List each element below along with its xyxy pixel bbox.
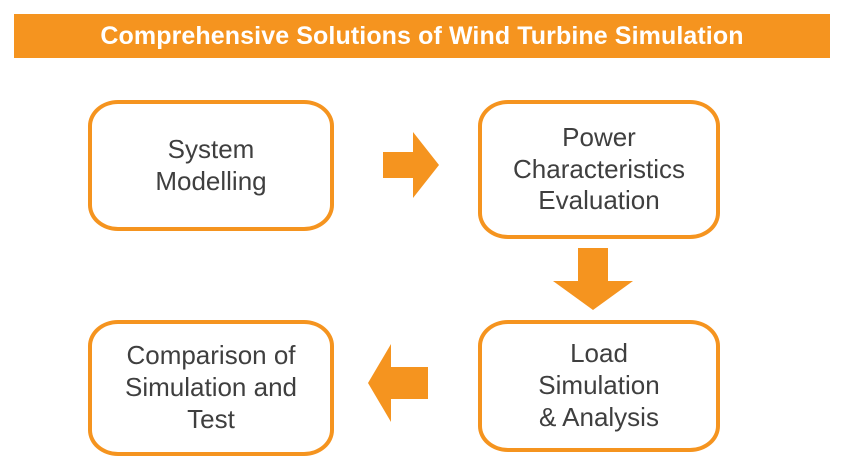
node-load-simulation-analysis-label: Load Simulation & Analysis bbox=[538, 338, 660, 432]
title-banner: Comprehensive Solutions of Wind Turbine … bbox=[14, 14, 830, 58]
node-comparison-simulation-test-label: Comparison of Simulation and Test bbox=[125, 340, 297, 434]
node-load-simulation-analysis[interactable]: Load Simulation & Analysis bbox=[478, 320, 720, 452]
arrow-down-icon bbox=[553, 248, 633, 310]
arrow-right-icon bbox=[383, 132, 439, 198]
arrow-left-icon bbox=[368, 344, 428, 422]
node-system-modelling-label: System Modelling bbox=[155, 133, 267, 196]
node-system-modelling[interactable]: System Modelling bbox=[88, 100, 334, 231]
page-title: Comprehensive Solutions of Wind Turbine … bbox=[100, 21, 744, 50]
node-power-characteristics-evaluation-label: Power Characteristics Evaluation bbox=[513, 121, 685, 216]
node-comparison-simulation-test[interactable]: Comparison of Simulation and Test bbox=[88, 320, 334, 456]
node-power-characteristics-evaluation[interactable]: Power Characteristics Evaluation bbox=[478, 100, 720, 239]
